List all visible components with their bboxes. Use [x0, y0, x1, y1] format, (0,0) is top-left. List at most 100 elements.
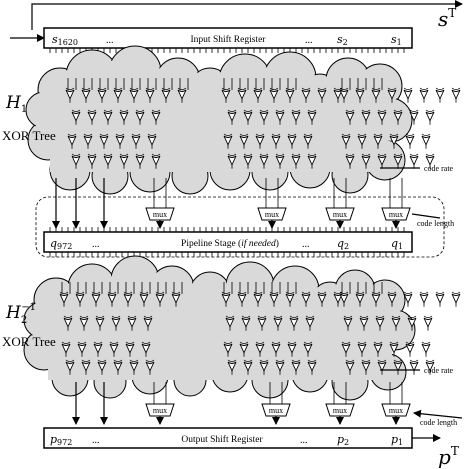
xor-gate: [373, 343, 383, 354]
xor-gate-arc: [343, 315, 353, 318]
xor-gate-arc: [389, 341, 399, 344]
h1-label: H1: [5, 93, 27, 115]
pipeline-register-box: [43, 231, 413, 253]
xor-gate: [93, 343, 103, 354]
xor-gate: [237, 89, 247, 100]
xor-gate: [345, 361, 355, 372]
xor-gate: [405, 343, 415, 354]
xor-gate-arc: [405, 133, 415, 136]
xor-gate: [145, 361, 155, 372]
xor-gate-arc: [237, 291, 247, 294]
xor-gate-arc: [135, 109, 145, 112]
xor-gate-arc: [403, 87, 413, 90]
xor-gate: [113, 361, 123, 372]
xor-gate: [405, 135, 415, 146]
xor-gate: [87, 111, 97, 122]
xor-gate: [129, 89, 139, 100]
output-ellipsis-right: ...: [300, 435, 308, 446]
pipeline-code-length-label: code length: [417, 219, 454, 228]
xor-gate: [317, 293, 327, 304]
xor-gate: [361, 361, 371, 372]
xor-gate-arc: [141, 341, 151, 344]
xor-gate-arc: [145, 359, 155, 362]
xor-gate-arc: [409, 109, 419, 112]
xor-gate: [77, 343, 87, 354]
xor-gate-arc: [155, 291, 165, 294]
input-first-cell: s1620: [52, 33, 78, 47]
pipeline-ellipsis-left: ...: [92, 239, 100, 250]
xor-gate: [275, 361, 285, 372]
xor-gate: [285, 89, 295, 100]
xor-gate: [355, 293, 365, 304]
xor-gate: [115, 135, 125, 146]
xor-gate-arc: [83, 133, 93, 136]
xor-gate-arc: [419, 87, 429, 90]
xor-gate: [361, 111, 371, 122]
xor-gate-arc: [255, 133, 265, 136]
xor-gate: [291, 111, 301, 122]
xor-gate-arc: [271, 133, 281, 136]
xor-gate-arc: [355, 87, 365, 90]
xor-gate: [239, 135, 249, 146]
xor-gate-arc: [241, 315, 251, 318]
xor-gate-arc: [275, 359, 285, 362]
xor-gate-arc: [377, 109, 387, 112]
input-ellipsis-left: ...: [106, 35, 114, 46]
xor-gate: [425, 361, 435, 372]
xor-gate-arc: [355, 291, 365, 294]
xor-gate: [393, 155, 403, 166]
xor-gate: [71, 111, 81, 122]
xor-gate-arc: [339, 291, 349, 294]
xor-gate: [451, 89, 461, 100]
xor-gate-arc: [425, 153, 435, 156]
xor-gate-arc: [285, 291, 295, 294]
xor-gate: [291, 155, 301, 166]
xor-gate-arc: [269, 291, 279, 294]
xor-gate-arc: [123, 291, 133, 294]
xor-gate-arc: [303, 133, 313, 136]
xor-gate-arc: [423, 315, 433, 318]
xor-gate-arc: [451, 291, 461, 294]
xor-gate: [241, 317, 251, 328]
output-code-length-arrow: [413, 409, 463, 419]
xor-gate: [111, 317, 121, 328]
xor-gate-arc: [109, 341, 119, 344]
xor-gate-arc: [151, 153, 161, 156]
xor-gate-arc: [129, 359, 139, 362]
xor-gate-arc: [275, 109, 285, 112]
pipeline-last-cell: q1: [391, 237, 403, 251]
xor-gate-arc: [97, 87, 107, 90]
xor-gate: [97, 89, 107, 100]
xor-gate-arc: [119, 109, 129, 112]
xor-gate-arc: [387, 291, 397, 294]
xor-gate: [91, 293, 101, 304]
xor-gate-arc: [387, 87, 397, 90]
xor-gate: [289, 317, 299, 328]
xor-gate: [393, 361, 403, 372]
xor-gate-arc: [161, 87, 171, 90]
xor-gate: [387, 89, 397, 100]
h1-xor-cloud: [25, 45, 413, 195]
xor-gate-arc: [307, 109, 317, 112]
xor-gate: [391, 317, 401, 328]
xor-gate: [409, 111, 419, 122]
xor-gate-arc: [303, 341, 313, 344]
xor-gate: [317, 89, 327, 100]
xor-gate-arc: [71, 109, 81, 112]
xor-gate: [393, 111, 403, 122]
xor-gate-arc: [237, 87, 247, 90]
input-shift-register: s1620 ... Input Shift Register ... s2 s1: [43, 27, 413, 53]
xor-gate: [357, 343, 367, 354]
xor-gate: [119, 155, 129, 166]
xor-gate: [287, 135, 297, 146]
xor-gate: [271, 135, 281, 146]
h1-xor-gates: [65, 78, 461, 169]
xor-gate: [227, 111, 237, 122]
xor-gate-arc: [119, 153, 129, 156]
xor-gate: [67, 135, 77, 146]
input-ellipsis-right: ...: [305, 35, 313, 46]
pipeline-second-cell: q2: [337, 237, 349, 251]
mux-block: [145, 403, 175, 417]
pipeline-register-label: Pipeline Stage (if needed): [181, 238, 279, 249]
output-first-cell: p972: [50, 433, 72, 447]
